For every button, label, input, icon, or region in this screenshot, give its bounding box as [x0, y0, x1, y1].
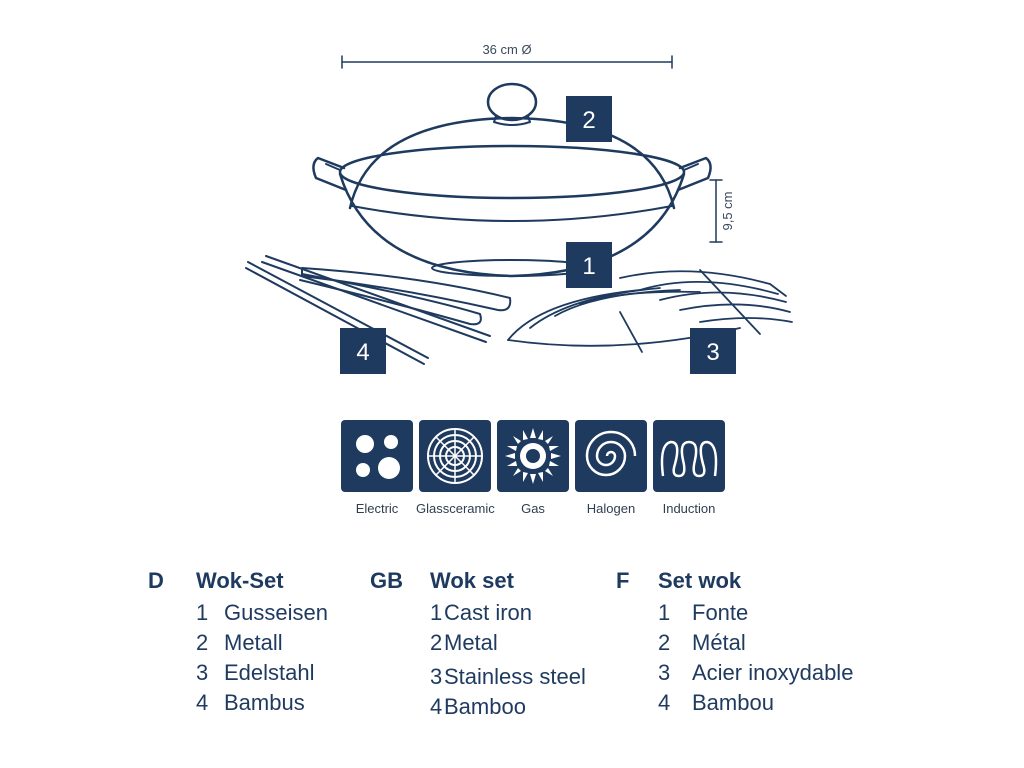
- electric-hob-icon: [341, 420, 413, 492]
- chopsticks-drawing: [245, 255, 512, 365]
- hob-label-gas: Gas: [521, 501, 545, 516]
- legend-item: 4Bamboo: [430, 694, 526, 719]
- legend-code-gb: GB: [370, 568, 403, 593]
- svg-text:2: 2: [582, 107, 595, 134]
- wok-pan-drawing: [312, 144, 712, 278]
- hob-electric: Electric: [338, 420, 416, 516]
- svg-text:4: 4: [356, 339, 369, 366]
- legend-title-gb: Wok set: [430, 568, 514, 593]
- height-label: 9,5 cm: [720, 191, 735, 230]
- legend-item: 1Cast iron: [430, 600, 533, 625]
- induction-hob-icon: [653, 420, 725, 492]
- part-label-4: 4: [340, 328, 386, 374]
- legend-title-f: Set wok: [658, 568, 742, 593]
- legend-code-f: F: [616, 568, 630, 593]
- part-label-1: 1: [566, 242, 612, 288]
- legend-title-de: Wok-Set: [196, 568, 284, 593]
- legend-item: 3Stainless steel: [430, 664, 586, 689]
- legend-item: 2Metal: [430, 630, 498, 655]
- part-label-3: 3: [690, 328, 736, 374]
- hob-gas: Gas: [494, 420, 572, 516]
- hob-glass-ceramic: Glassceramic: [416, 420, 495, 516]
- halogen-hob-icon: [575, 420, 647, 492]
- part-label-2: 2: [566, 96, 612, 142]
- steaming-rack-drawing: [507, 269, 793, 353]
- diameter-label: 36 cm Ø: [482, 42, 531, 57]
- hob-induction: Induction: [650, 420, 728, 516]
- glass-ceramic-hob-icon: [419, 420, 491, 492]
- hob-label-glass-ceramic: Glassceramic: [416, 501, 495, 516]
- gas-hob-icon: [497, 420, 569, 492]
- svg-text:3: 3: [706, 339, 719, 366]
- hob-halogen: Halogen: [572, 420, 650, 516]
- svg-text:1: 1: [582, 253, 595, 280]
- height-dimension: 9,5 cm: [709, 179, 735, 243]
- wok-lid-drawing: [348, 82, 676, 222]
- legend-code-de: D: [148, 568, 164, 593]
- hob-compatibility-row: Electric Glassceramic: [338, 420, 738, 520]
- hob-label-halogen: Halogen: [586, 501, 636, 516]
- hob-label-induction: Induction: [662, 501, 716, 516]
- hob-label-electric: Electric: [355, 501, 399, 516]
- diameter-dimension: 36 cm Ø: [341, 42, 673, 69]
- wok-set-diagram: 36 cm Ø 9,5 cm: [245, 42, 793, 374]
